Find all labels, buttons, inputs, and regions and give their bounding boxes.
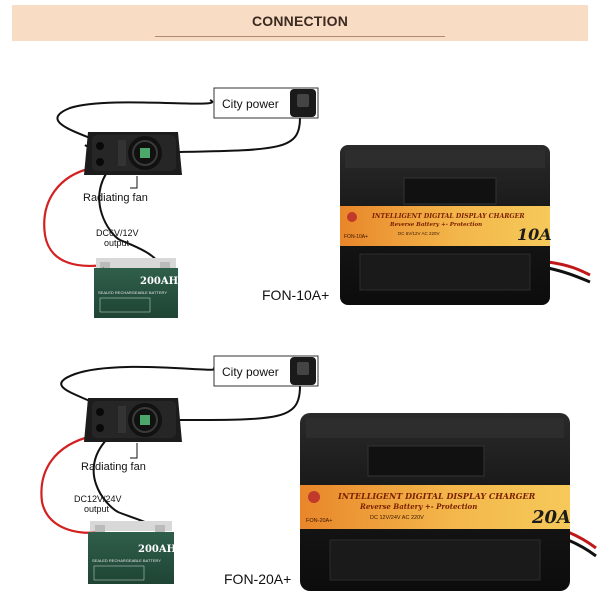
output-label-2: output <box>84 504 110 514</box>
charger-amp: 10A <box>517 225 552 244</box>
output-label: DC12V/24V <box>74 494 122 504</box>
battery-text: SEALED RECHARGEABLE BATTERY <box>92 558 161 563</box>
fan-label: Radiating fan <box>83 192 148 204</box>
charger-subtitle: Reverse Battery +- Protection <box>389 222 482 228</box>
charger-device-2 <box>84 398 182 442</box>
battery-capacity: 200AH <box>140 276 178 287</box>
charger-product-2: INTELLIGENT DIGITAL DISPLAY CHARGER Reve… <box>300 413 597 591</box>
battery-2: + - 200AH SEALED RECHARGEABLE BATTERY <box>88 521 176 584</box>
city-power-2: City power <box>213 355 319 387</box>
charger-product-1: INTELLIGENT DIGITAL DISPLAY CHARGER Reve… <box>340 145 591 305</box>
wire-black-1 <box>98 167 161 266</box>
battery-1: + - 200AH SEALED RECHARGEABLE BATTERY <box>94 258 178 318</box>
wire-black-2 <box>92 435 159 531</box>
fan-label: Radiating fan <box>81 461 146 473</box>
charger-spec: DC 6V/12V AC 220V <box>398 231 440 236</box>
charger-model-small: FON-10A+ <box>344 234 368 240</box>
city-power-label: City power <box>222 365 279 379</box>
diagram-2: City power Radiating fan DC12V/24V outpu… <box>40 355 597 591</box>
model-label: FON-20A+ <box>224 571 291 587</box>
page-title: CONNECTION <box>251 13 349 29</box>
brand-logo-icon <box>308 491 320 503</box>
output-label: DC6V/12V <box>96 228 139 238</box>
charger-amp: 20A <box>531 507 571 528</box>
wire-red-1 <box>43 166 105 268</box>
battery-capacity: 200AH <box>138 544 176 555</box>
wire-red-2 <box>40 434 99 534</box>
title-underline <box>155 36 445 37</box>
charger-title: INTELLIGENT DIGITAL DISPLAY CHARGER <box>371 213 525 220</box>
charger-model-small: FON-20A+ <box>306 518 332 524</box>
diagram-1: City power Radiating fan DC6V/12V output <box>43 87 591 318</box>
charger-subtitle: Reverse Battery +- Protection <box>359 502 477 511</box>
model-label: FON-10A+ <box>262 287 329 303</box>
city-power-1: City power <box>213 87 319 119</box>
wire-black-loop-2 <box>60 365 216 403</box>
charger-title: INTELLIGENT DIGITAL DISPLAY CHARGER <box>337 491 536 501</box>
battery-text: SEALED RECHARGEABLE BATTERY <box>98 290 167 295</box>
wire-black-loop-1 <box>56 99 214 141</box>
brand-logo-icon <box>347 212 357 222</box>
city-power-label: City power <box>222 97 279 111</box>
charger-spec: DC 12V/24V AC 220V <box>370 515 424 521</box>
header-banner: CONNECTION <box>12 5 588 41</box>
output-label-2: output <box>104 238 130 248</box>
charger-device-1 <box>84 132 182 175</box>
